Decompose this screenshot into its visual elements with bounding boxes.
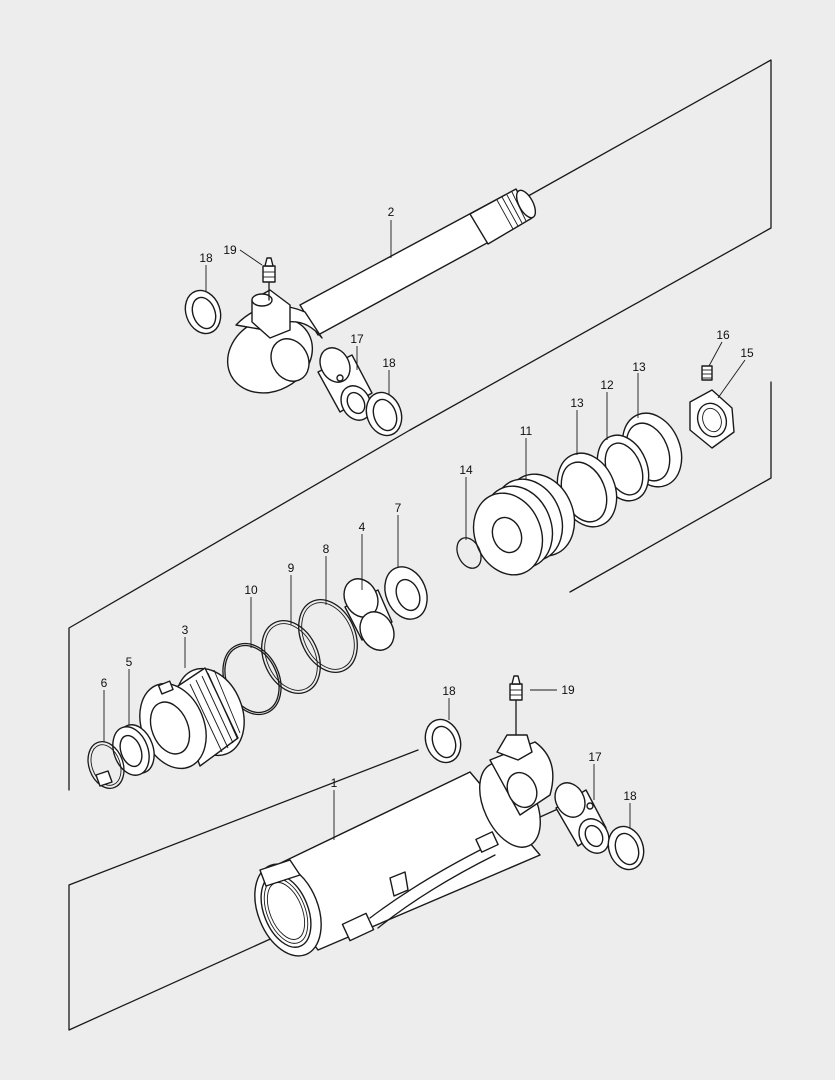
callout-5: 5 [126,655,133,669]
backup-ring-part-9 [261,620,321,694]
snap-ring-part-6 [87,741,125,789]
callout-4: 4 [359,520,366,534]
wiper-seal-part-5 [112,724,155,776]
o-ring-part-8 [298,599,358,673]
callout-18-upper-left: 18 [199,251,213,265]
callout-18-lower-left: 18 [442,684,456,698]
callout-18-lower-right: 18 [623,789,637,803]
callout-14: 14 [459,463,473,477]
grease-nipple-part-19-top [262,257,276,301]
callout-13-right: 13 [632,360,646,374]
callout-18-upper-right: 18 [382,356,396,370]
hex-nut-part-15 [689,389,735,449]
callout-17-upper: 17 [350,332,364,346]
callout-11: 11 [520,424,533,438]
callout-6: 6 [101,676,108,690]
callout-9: 9 [288,561,295,575]
frame-middle-piston-assembly [68,381,772,791]
washer-part-18-lower-left [424,718,462,764]
bushing-part-17-lower [554,782,610,854]
callout-17-lower: 17 [588,750,602,764]
callout-10: 10 [244,583,258,597]
callout-12: 12 [600,378,614,392]
callout-8: 8 [323,542,330,556]
callout-19-top: 19 [223,243,237,257]
bushing-part-17-upper [317,347,373,421]
washer-part-18-upper-right [365,391,403,437]
callout-19-bottom: 19 [561,683,575,697]
cylinder-tube-part-1 [254,734,554,957]
callout-13-left: 13 [570,396,584,410]
set-screw-part-16 [701,365,713,381]
grease-nipple-part-19-bottom [509,675,523,736]
callout-3: 3 [182,623,189,637]
piston-part-11 [472,473,576,576]
callout-15: 15 [740,346,754,360]
washer-part-7 [384,566,428,620]
washer-part-18-lower-right [607,825,645,871]
callout-16: 16 [716,328,730,342]
callout-2: 2 [388,205,395,219]
callout-1: 1 [331,776,338,790]
o-ring-part-14 [456,537,482,569]
spacer-part-4 [343,578,395,651]
callout-7: 7 [395,501,402,515]
callout-labels: 2 19 18 17 18 16 15 13 12 13 11 14 7 4 8… [101,205,754,803]
leader-lines [103,220,746,840]
piston-rod-part-2 [226,188,537,394]
washer-part-18-upper-left [184,289,222,335]
